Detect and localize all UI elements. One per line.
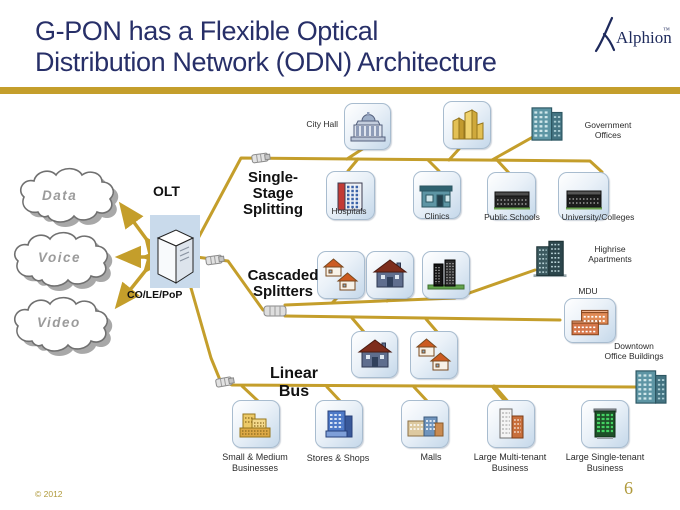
- single-stage-label-l2: Stage: [252, 185, 294, 202]
- page-title: G-PON has a Flexible Optical Distributio…: [35, 16, 497, 78]
- splitter-icon-linear-bus: [215, 376, 235, 388]
- hospitals-icon: [326, 171, 375, 220]
- malls-art: [407, 416, 444, 437]
- small-medium-label-l1: Small & Medium: [222, 452, 288, 462]
- highrise-apartments-building: [533, 240, 567, 278]
- single-tenant-label: Large Single-tenant Business: [554, 452, 656, 473]
- highrise-label-l1: Highrise: [594, 244, 626, 254]
- multi-tenant-building: [499, 408, 524, 439]
- government-offices-building: [531, 107, 563, 141]
- stores-shops-label: Stores & Shops: [306, 453, 370, 463]
- government-offices-icon: [522, 99, 572, 149]
- clinics-icon: [413, 171, 461, 219]
- multi-tenant-label-l2: Business: [491, 462, 529, 473]
- small-medium-businesses-label: Small & Medium Businesses: [215, 452, 295, 473]
- alphion-logo: Alphion ™: [594, 16, 672, 53]
- single-tenant-label-l2: Business: [586, 462, 624, 473]
- public-schools-icon: [487, 172, 536, 220]
- splitter-icon-cascaded: [263, 305, 287, 317]
- mdu-icon: [564, 298, 616, 343]
- malls-label: Malls: [420, 452, 442, 462]
- downtown-label-l1: Downtown: [614, 341, 654, 351]
- small-medium-label-l2: Businesses: [231, 462, 279, 473]
- co-le-pop-label: CO/LE/PoP: [127, 289, 183, 301]
- splitter-icon-single-stage: [251, 152, 271, 164]
- cascaded-label-l1: Cascaded: [247, 267, 319, 284]
- government-offices-label-l2: Offices: [594, 130, 622, 140]
- multi-tenant-label-l1: Large Multi-tenant: [473, 452, 547, 462]
- university-colleges-icon: [558, 172, 609, 220]
- cascaded-label-l2: Splitters: [252, 283, 313, 300]
- houses-icon-2: [410, 331, 458, 379]
- page-title-line1: G-PON has a Flexible Optical: [35, 16, 378, 46]
- single-stage-lines: [192, 131, 604, 248]
- downtown-label-l2: Office Buildings: [604, 351, 664, 361]
- single-stage-label: Single- Stage Splitting: [233, 170, 313, 218]
- cloud-label-video: Video: [37, 315, 81, 330]
- olt-label: OLT: [153, 183, 180, 199]
- downtown-office-building: [635, 370, 667, 404]
- dark-house-icon: [366, 251, 414, 299]
- government-offices-label-l1: Government: [584, 120, 632, 130]
- alphion-logo-text: Alphion: [616, 28, 672, 47]
- city-hall-building: [350, 111, 385, 141]
- gold-towers-icon: [443, 101, 491, 149]
- dark-house-art-2: [357, 338, 392, 367]
- single-stage-label-l1: Single-: [247, 169, 298, 186]
- mdu-building: [571, 309, 609, 335]
- multi-tenant-label: Large Multi-tenant Business: [462, 452, 558, 473]
- cloud-label-data: Data: [42, 188, 78, 203]
- city-hall-label: City Hall: [306, 119, 338, 129]
- hospitals-label: Hospitals: [331, 206, 367, 216]
- alphion-logo-tm: ™: [663, 26, 670, 34]
- small-medium-businesses-art: [239, 413, 271, 438]
- olt-icon: [150, 215, 200, 288]
- clinics-label: Clinics: [424, 211, 450, 221]
- page-title-line2: Distribution Network (ODN) Architecture: [35, 47, 497, 77]
- black-skyscrapers-art: [427, 259, 465, 290]
- gold-towers-building: [452, 109, 484, 140]
- dark-house-icon-2: [351, 331, 398, 378]
- black-skyscrapers-icon: [422, 251, 470, 299]
- houses-art-2: [415, 338, 452, 371]
- linear-bus-label: Linear Bus: [269, 365, 318, 400]
- public-schools-building: [493, 191, 530, 210]
- multi-tenant-icon: [487, 400, 535, 448]
- highrise-apartments-icon: [526, 236, 574, 284]
- dark-house-art: [372, 259, 408, 288]
- splitter-icon-cascaded-feed: [205, 254, 225, 266]
- university-building: [565, 190, 602, 210]
- single-tenant-building: [593, 408, 617, 439]
- single-stage-label-l3: Splitting: [243, 201, 303, 218]
- cascaded-splitters-label: Cascaded Splitters: [233, 268, 333, 300]
- government-offices-label: Government Offices: [575, 120, 641, 140]
- public-schools-label: Public Schools: [484, 212, 540, 222]
- copyright-label: © 2012: [35, 489, 63, 499]
- hospitals-building: [337, 182, 362, 210]
- downtown-office-icon: [626, 362, 676, 412]
- downtown-office-label: Downtown Office Buildings: [588, 341, 680, 361]
- highrise-label-l2: Apartments: [588, 254, 632, 264]
- page-number: 6: [624, 478, 633, 498]
- malls-icon: [401, 400, 449, 448]
- single-tenant-icon: [581, 400, 629, 448]
- highrise-apartments-label: Highrise Apartments: [577, 244, 643, 264]
- cloud-label-voice: Voice: [38, 250, 82, 265]
- city-hall-icon: [344, 103, 391, 150]
- alphion-lambda-icon: [594, 16, 616, 53]
- cloud-arrows: [114, 201, 169, 310]
- stores-shops-building: [325, 410, 353, 438]
- small-medium-businesses-icon: [232, 400, 280, 448]
- single-tenant-label-l1: Large Single-tenant: [565, 452, 645, 462]
- houses-icon-1: [317, 251, 365, 299]
- university-colleges-label: University/Colleges: [561, 212, 635, 222]
- clinics-building: [419, 185, 453, 208]
- houses-art-1: [322, 258, 359, 291]
- stores-shops-icon: [315, 400, 363, 448]
- title-rule-divider: [0, 87, 680, 94]
- mdu-label: MDU: [578, 286, 598, 296]
